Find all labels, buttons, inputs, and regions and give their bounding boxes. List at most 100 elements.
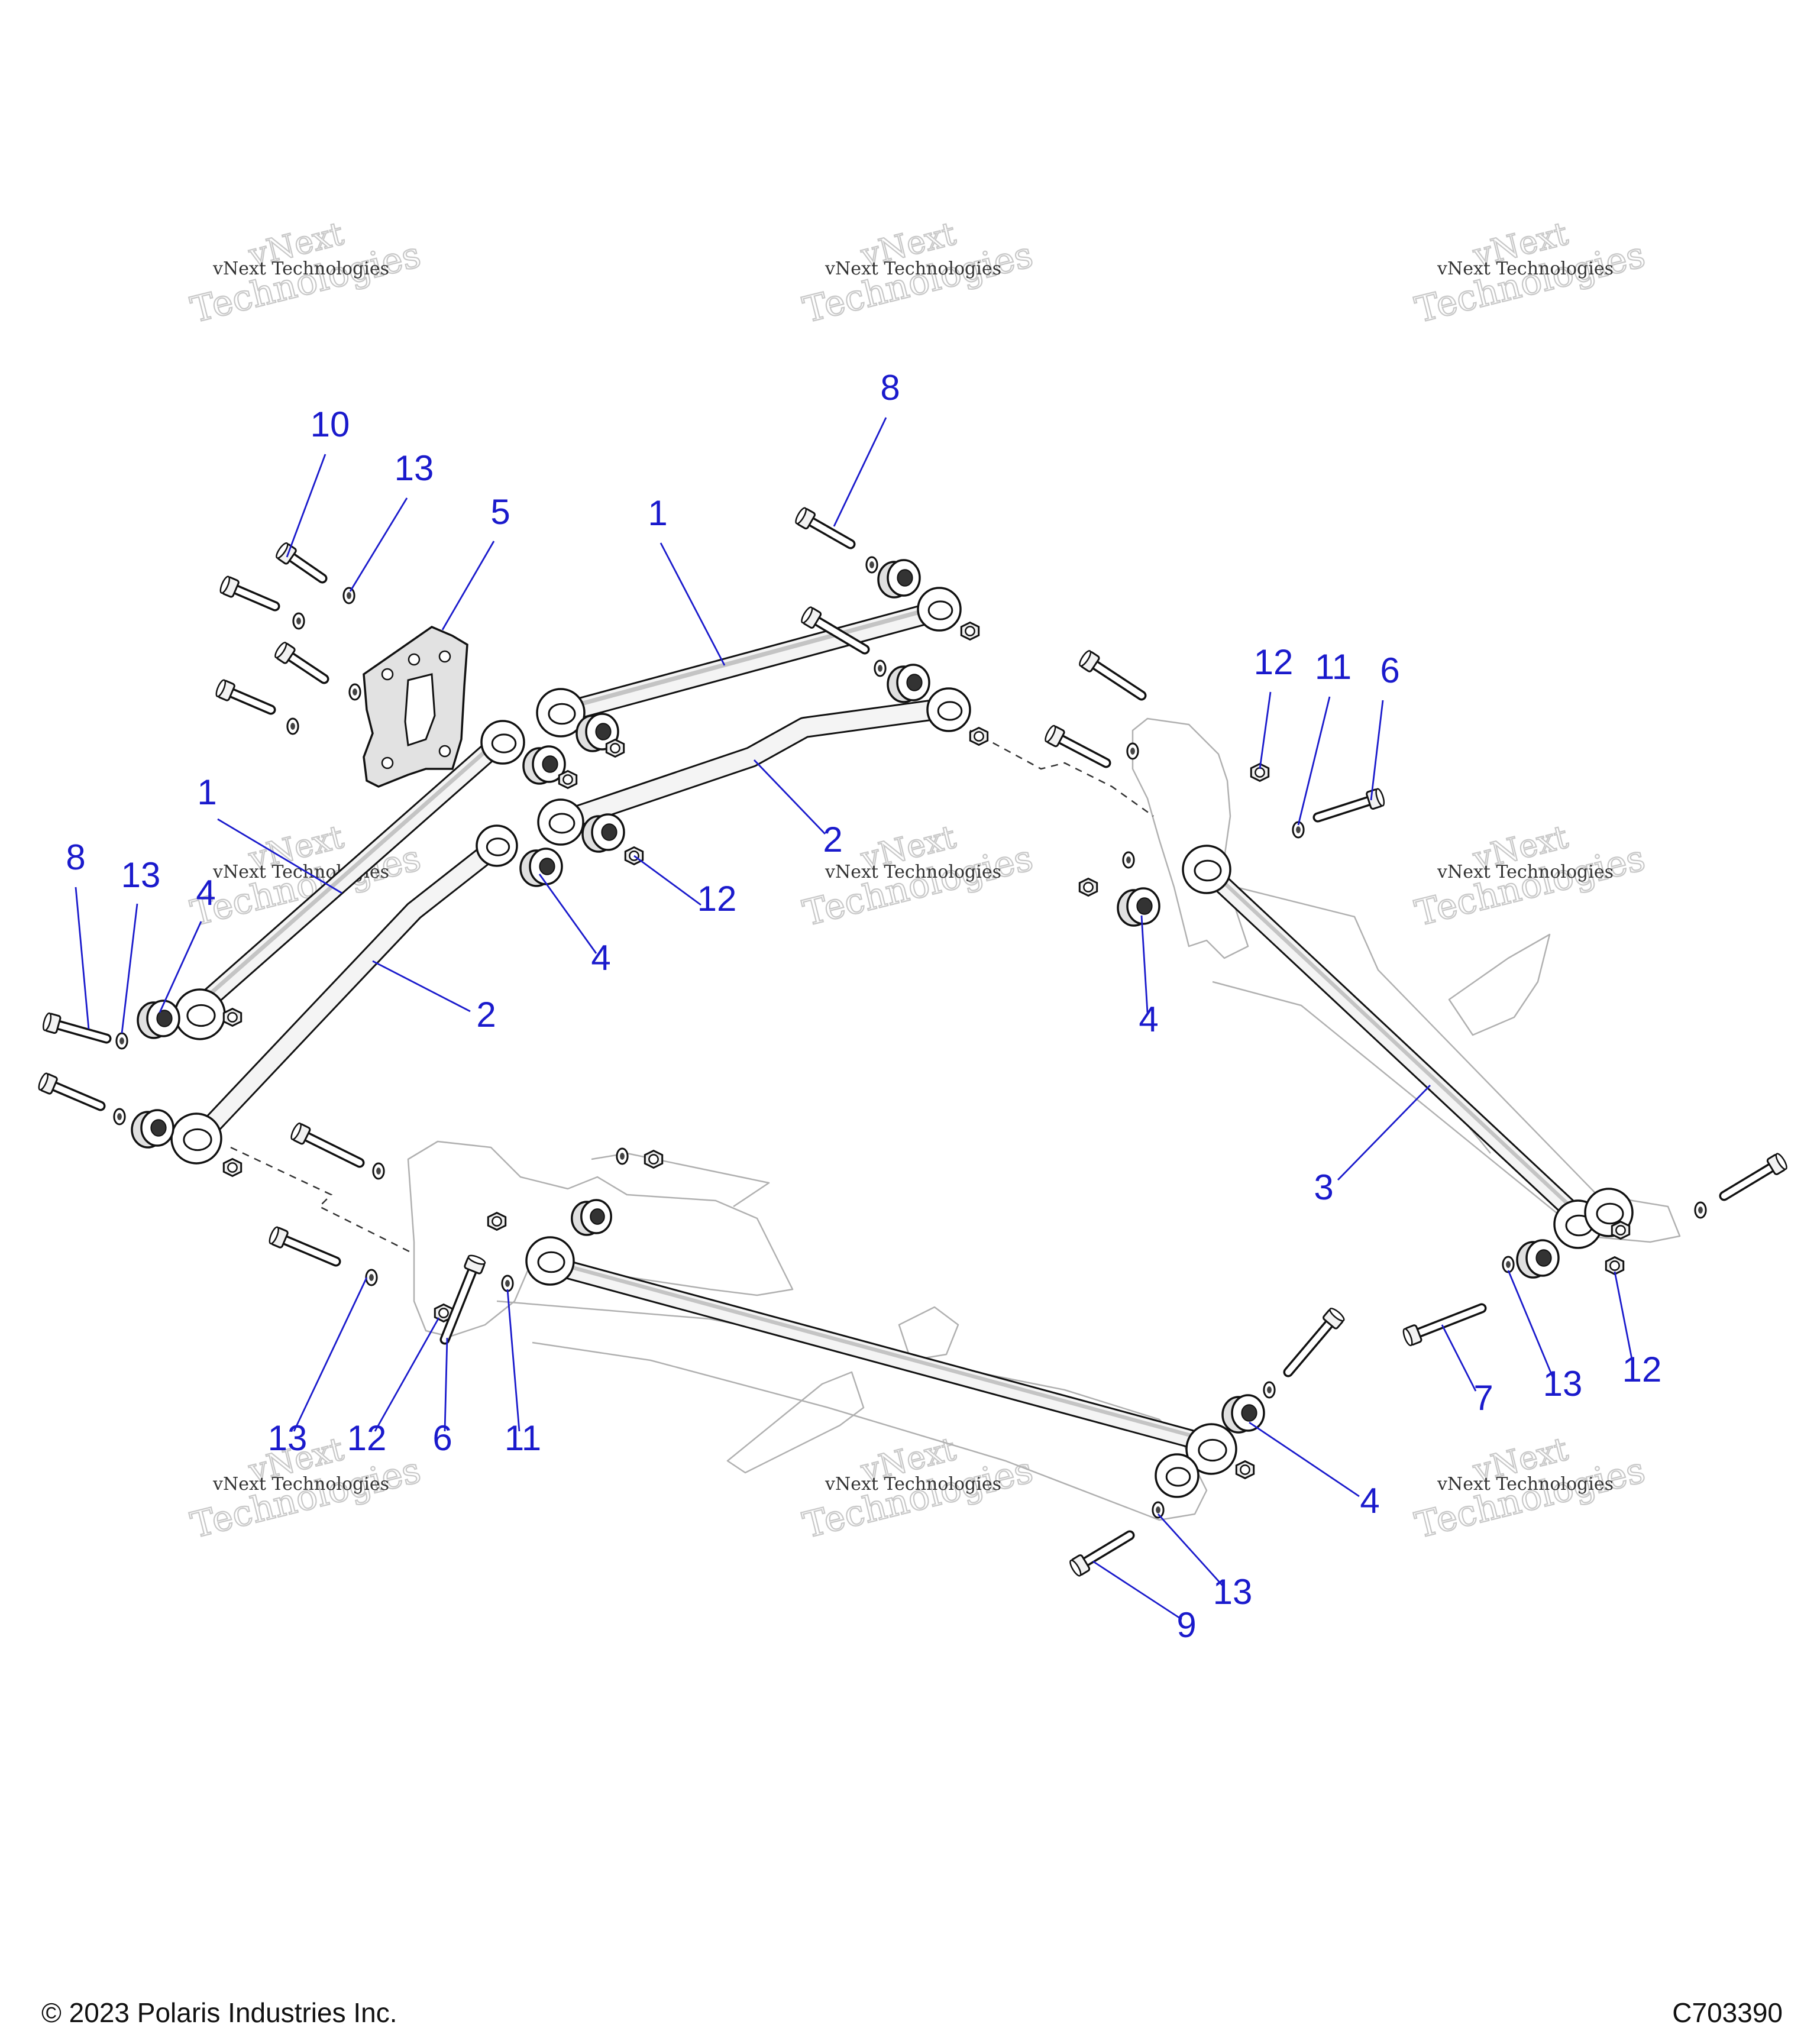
callout-label: 12 — [1622, 1350, 1662, 1389]
nut — [1078, 877, 1098, 897]
callout-label: 4 — [1360, 1481, 1379, 1521]
rod-end-eye — [170, 1112, 222, 1165]
leader-line — [538, 874, 597, 954]
bushing — [887, 664, 930, 703]
bushing — [519, 848, 563, 887]
rod-end-eye — [926, 687, 971, 732]
bolt — [1079, 650, 1147, 701]
leader-line — [444, 1337, 448, 1432]
watermark-small: vNext Technologies — [1437, 258, 1614, 279]
callout-label: 8 — [66, 837, 85, 877]
watermark-small: vNext Technologies — [825, 258, 1001, 279]
nut — [1235, 1460, 1255, 1480]
leader-line — [506, 1289, 520, 1432]
dashed-ref-left — [230, 1146, 415, 1255]
bolt — [290, 1123, 365, 1168]
callout-label: 13 — [1213, 1572, 1253, 1612]
bushing — [571, 1199, 612, 1236]
callout-label: 13 — [1543, 1364, 1583, 1403]
bushing — [581, 813, 625, 853]
washer — [616, 1147, 629, 1165]
washer — [115, 1032, 128, 1050]
leader-line — [753, 759, 826, 835]
leader-lines — [75, 417, 1634, 1621]
bolt — [1719, 1153, 1787, 1201]
plate-hole — [438, 650, 451, 663]
callout-label: 9 — [1176, 1605, 1196, 1645]
leader-line — [1092, 1560, 1182, 1621]
frame-left-bracket — [407, 1140, 794, 1338]
nut — [605, 738, 625, 758]
leader-line — [293, 1277, 368, 1432]
nut — [434, 1303, 454, 1323]
callout-label: 12 — [347, 1418, 387, 1458]
rod-end-eye — [536, 688, 586, 738]
callout-label: 6 — [1380, 651, 1399, 690]
leader-line — [121, 903, 138, 1034]
nut — [487, 1211, 507, 1231]
bushing — [522, 745, 566, 785]
watermark-small: vNext Technologies — [1437, 862, 1614, 882]
callout-label: 8 — [880, 368, 900, 407]
leader-line — [441, 541, 495, 630]
frame-right-rail — [1212, 886, 1681, 1243]
bushing — [1516, 1239, 1560, 1279]
washer — [292, 612, 305, 630]
washer — [1126, 742, 1139, 760]
washer — [501, 1275, 514, 1292]
callout-label: 4 — [196, 873, 215, 913]
plate-hole — [408, 653, 421, 666]
upper-control-arm-left — [191, 732, 510, 1015]
washer — [365, 1269, 378, 1286]
bushing — [576, 713, 619, 752]
leader-line — [1370, 700, 1384, 801]
leader-line — [659, 542, 726, 666]
frame-left-top — [591, 1152, 770, 1208]
bolt — [219, 575, 280, 612]
rod-end-eye — [917, 587, 962, 632]
copyright-text: © 2023 Polaris Industries Inc. — [41, 1997, 397, 2028]
rod-end-eye — [537, 798, 584, 846]
rod-end-eye — [1185, 1423, 1237, 1475]
callout-label: 1 — [197, 772, 216, 812]
bolt — [1069, 1530, 1135, 1577]
bushing — [137, 1000, 180, 1039]
bracket-plate — [363, 626, 468, 788]
leader-line — [217, 818, 342, 894]
callout-label: 1 — [648, 493, 667, 533]
leader-line — [833, 417, 887, 527]
bolt — [1045, 725, 1111, 768]
bolt — [801, 606, 870, 655]
bolt — [1402, 1303, 1487, 1347]
bushing — [1221, 1394, 1265, 1434]
frame-left-fender — [726, 1371, 865, 1474]
frame-eye — [1155, 1453, 1200, 1498]
rod-end-eye — [1182, 845, 1231, 894]
leader-line — [1441, 1324, 1477, 1392]
rod-end-eye — [525, 1236, 575, 1286]
nut — [1250, 762, 1270, 782]
lower-control-arm-top — [557, 699, 945, 830]
diagram-code: C703390 — [1672, 1997, 1783, 2028]
leader-line — [349, 497, 408, 592]
bolt — [1283, 1308, 1345, 1377]
callout-label: 6 — [432, 1418, 452, 1458]
nut — [644, 1149, 664, 1169]
leader-line — [1337, 1085, 1431, 1181]
washer — [348, 683, 361, 701]
watermark-small: vNext Technologies — [212, 1474, 389, 1495]
watermark-small: vNext Technologies — [825, 862, 1001, 882]
leader-line — [1140, 915, 1149, 1013]
leader-line — [1157, 1513, 1224, 1587]
leader-line — [633, 855, 701, 906]
callout-label: 2 — [476, 995, 496, 1034]
parts-layer — [38, 507, 1787, 1577]
leader-line — [1259, 691, 1272, 769]
